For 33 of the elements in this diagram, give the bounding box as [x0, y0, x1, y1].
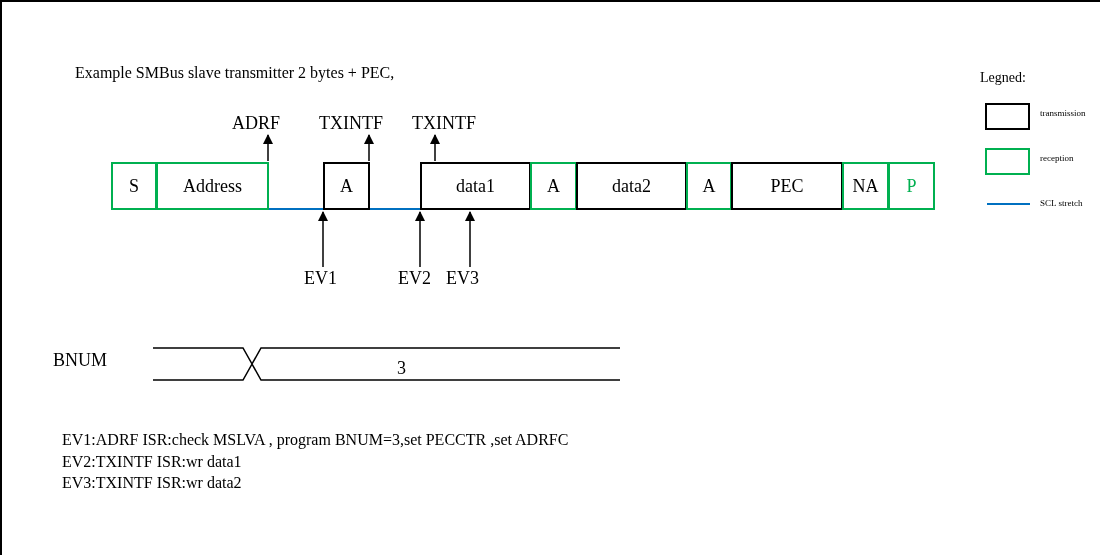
note-text: EV1:ADRF ISR:check MSLVA , program BNUM=3,set PECCTR ,set ADRFC EV2:TXINTF ISR:wr data1 — [62, 430, 570, 472]
event-flag-label: EV2 — [398, 268, 431, 288]
arrow — [364, 134, 374, 162]
bus-value: 3 — [397, 358, 406, 379]
transmitted-field: A — [323, 162, 370, 210]
received-field: A — [686, 162, 732, 210]
signal-name: BNUM — [53, 350, 107, 371]
received-field: A — [530, 162, 577, 210]
received-field: NA — [842, 162, 889, 210]
event-flag-label: TXINTF — [319, 113, 383, 133]
arrow — [415, 211, 425, 268]
transmitted-field: PEC — [731, 162, 843, 210]
legend-heading: Legned: — [980, 70, 1026, 86]
note-text: EV3:TXINTF ISR:wr data2 — [62, 474, 242, 492]
arrow — [263, 134, 273, 162]
event-flag-label: ADRF — [232, 113, 280, 133]
diagram-title: Example SMBus slave transmitter 2 bytes + PEC, — [75, 64, 395, 82]
transmitted-field: data1 — [420, 162, 531, 210]
legend-label: SCL stretch — [1040, 198, 1083, 208]
legend-label: reception — [1040, 153, 1074, 163]
clock-stretch-line — [369, 208, 421, 210]
arrow — [318, 211, 328, 268]
clock-stretch-line — [268, 208, 324, 210]
transmitted-field: data2 — [576, 162, 687, 210]
received-field: Address — [156, 162, 269, 210]
legend-label: transmission — [1040, 108, 1086, 118]
received-field: P — [888, 162, 935, 210]
arrow — [430, 134, 440, 162]
arrow — [465, 211, 475, 268]
event-flag-label: TXINTF — [412, 113, 476, 133]
received-field: S — [111, 162, 157, 210]
event-flag-label: EV1 — [304, 268, 337, 288]
event-flag-label: EV3 — [446, 268, 479, 288]
